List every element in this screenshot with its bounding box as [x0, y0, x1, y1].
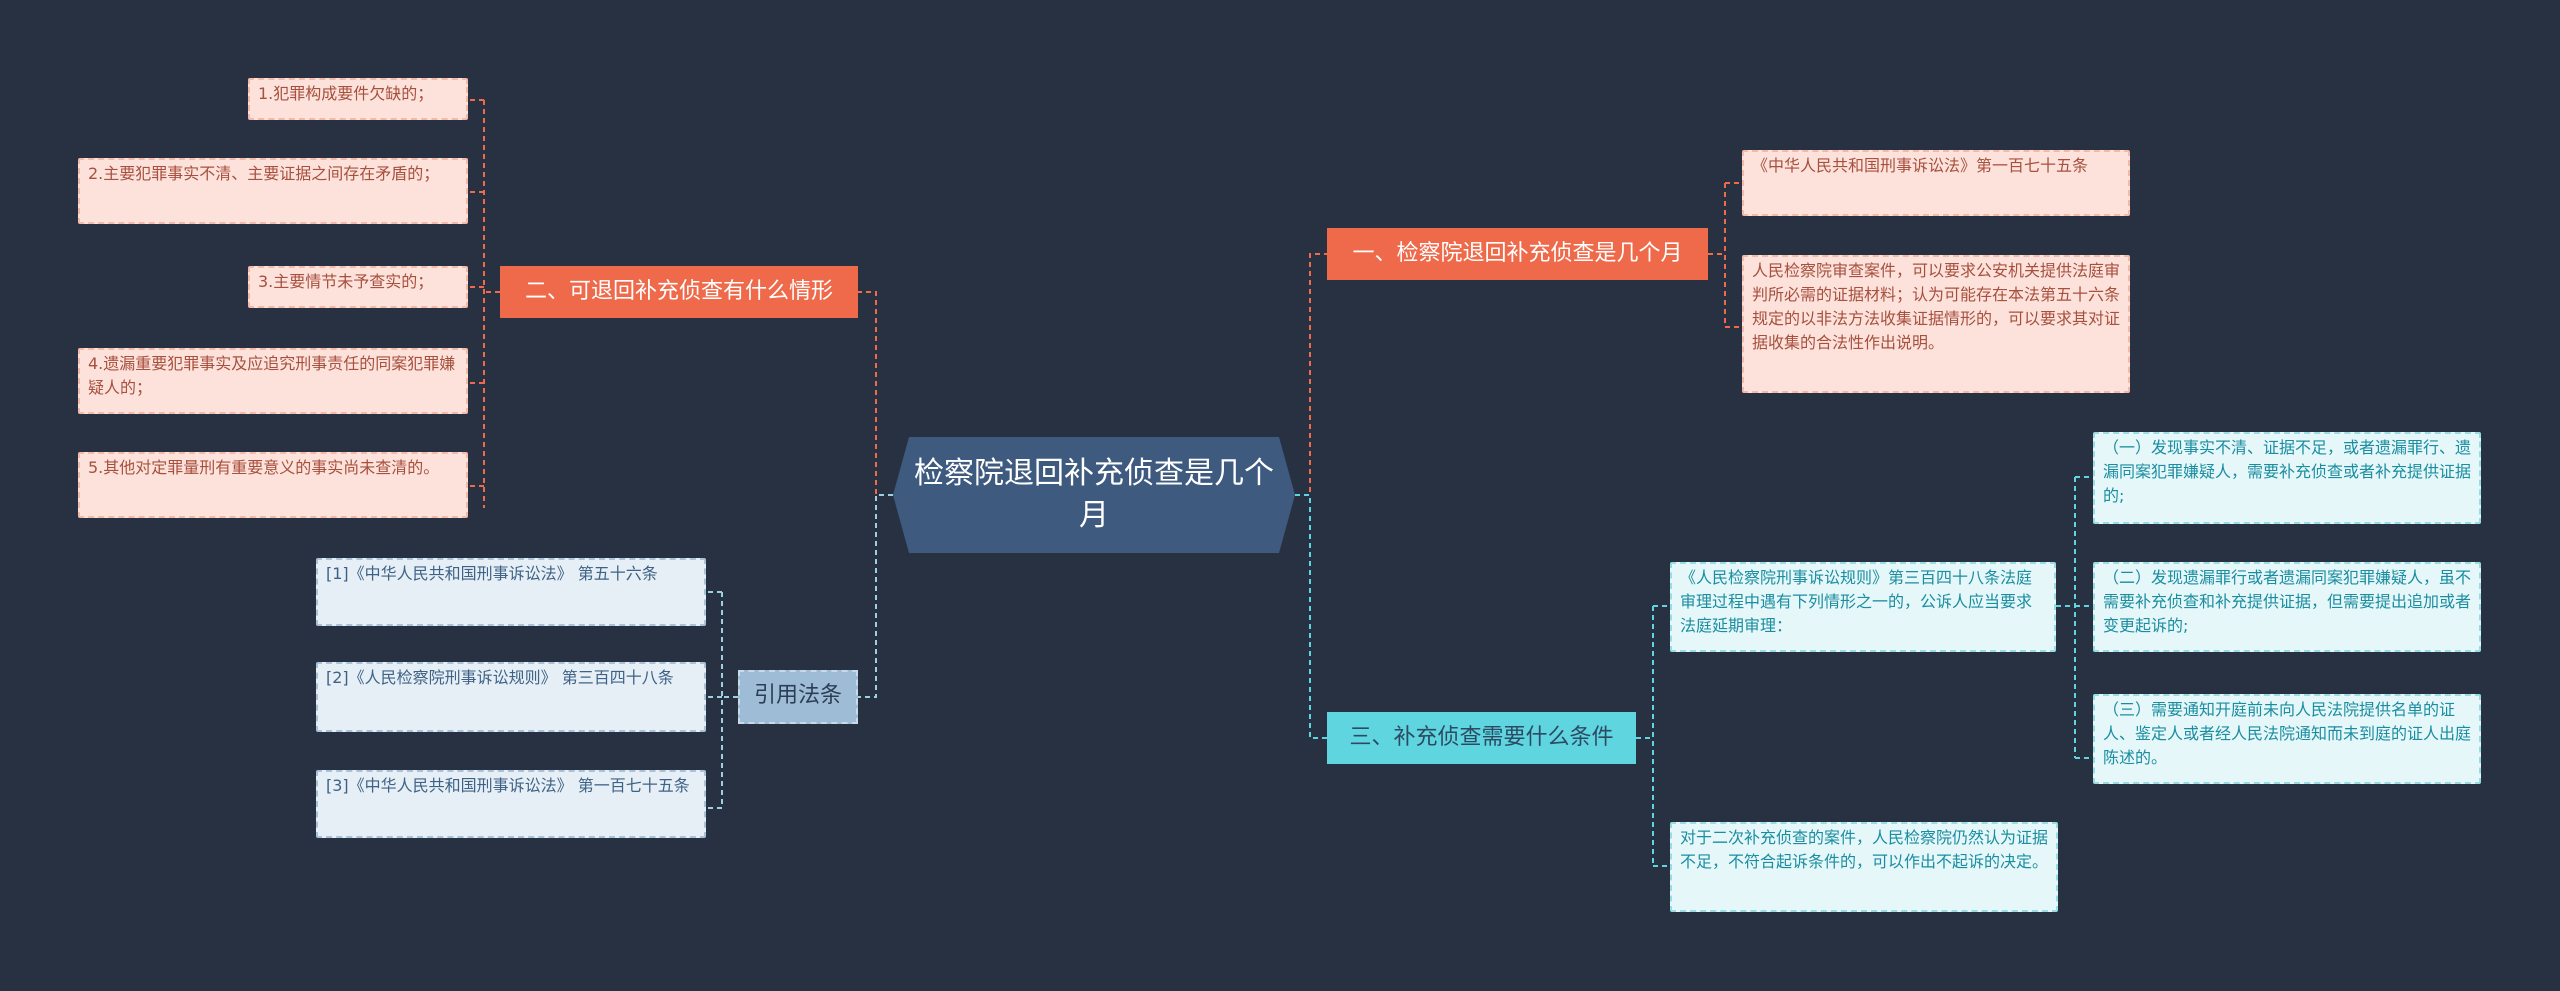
central-topic-label: 检察院退回补充侦查是几个月 [914, 456, 1274, 533]
b4-ref-3-text: [3]《中华人民共和国刑事诉讼法》 第一百七十五条 [326, 776, 690, 795]
b2-leaf-3[interactable]: 3.主要情节未予查实的； [248, 266, 468, 308]
b4-ref-1-text: [1]《中华人民共和国刑事诉讼法》 第五十六条 [326, 564, 658, 583]
link-center-b3 [1295, 494, 1327, 739]
b3-item-3-text: （三）需要通知开庭前未向人民法院提供名单的证人、鉴定人或者经人民法院通知而未到庭… [2103, 700, 2472, 767]
b3-item-2[interactable]: （二）发现遗漏罪行或者遗漏同案犯罪嫌疑人，虽不需要补充侦查和补充提供证据，但需要… [2093, 562, 2481, 652]
link-b1-children [1708, 182, 1742, 328]
branch-2-label: 二、可退回补充侦查有什么情形 [524, 279, 833, 304]
b3-note[interactable]: 对于二次补充侦查的案件，人民检察院仍然认为证据不足，不符合起诉条件的，可以作出不… [1670, 822, 2058, 912]
b2-leaf-5[interactable]: 5.其他对定罪量刑有重要意义的事实尚未查清的。 [78, 452, 468, 518]
b2-leaf-1-text: 1.犯罪构成要件欠缺的； [258, 84, 434, 103]
b3-item-1-text: （一）发现事实不清、证据不足，或者遗漏罪行、遗漏同案犯罪嫌疑人，需要补充侦查或者… [2103, 438, 2472, 505]
b4-ref-2-text: [2]《人民检察院刑事诉讼规则》 第三百四十八条 [326, 668, 674, 687]
link-b3-children [1636, 605, 1670, 867]
link-b2-children [468, 99, 500, 508]
b3-item-1[interactable]: （一）发现事实不清、证据不足，或者遗漏罪行、遗漏同案犯罪嫌疑人，需要补充侦查或者… [2093, 432, 2481, 524]
link-b4-children [706, 591, 738, 809]
b1-leaf-1-text: 《中华人民共和国刑事诉讼法》第一百七十五条 [1752, 156, 2089, 175]
b2-leaf-4-text: 4.遗漏重要犯罪事实及应追究刑事责任的同案犯罪嫌疑人的； [88, 354, 456, 397]
b1-leaf-2-text: 人民检察院审查案件，可以要求公安机关提供法庭审判所必需的证据材料；认为可能存在本… [1752, 261, 2121, 352]
link-rule-items [2056, 476, 2093, 759]
branch-4-label: 引用法条 [753, 683, 842, 708]
branch-2[interactable]: 二、可退回补充侦查有什么情形 [500, 266, 858, 318]
b3-rule[interactable]: 《人民检察院刑事诉讼规则》第三百四十八条法庭审理过程中遇有下列情形之一的，公诉人… [1670, 562, 2056, 652]
b2-leaf-2-text: 2.主要犯罪事实不清、主要证据之间存在矛盾的； [88, 164, 440, 183]
branch-3-label: 三、补充侦查需要什么条件 [1349, 725, 1614, 750]
b4-ref-3[interactable]: [3]《中华人民共和国刑事诉讼法》 第一百七十五条 [316, 770, 706, 838]
b4-ref-1[interactable]: [1]《中华人民共和国刑事诉讼法》 第五十六条 [316, 558, 706, 626]
b2-leaf-1[interactable]: 1.犯罪构成要件欠缺的； [248, 78, 468, 120]
link-center-b2 [858, 291, 893, 496]
branch-3[interactable]: 三、补充侦查需要什么条件 [1327, 712, 1636, 764]
b2-leaf-3-text: 3.主要情节未予查实的； [258, 272, 434, 291]
b1-leaf-1[interactable]: 《中华人民共和国刑事诉讼法》第一百七十五条 [1742, 150, 2130, 216]
central-topic[interactable]: 检察院退回补充侦查是几个月 [893, 437, 1295, 553]
b1-leaf-2[interactable]: 人民检察院审查案件，可以要求公安机关提供法庭审判所必需的证据材料；认为可能存在本… [1742, 255, 2130, 393]
branch-1[interactable]: 一、检察院退回补充侦查是几个月 [1327, 228, 1708, 280]
b2-leaf-2[interactable]: 2.主要犯罪事实不清、主要证据之间存在矛盾的； [78, 158, 468, 224]
link-center-b1 [1295, 253, 1327, 496]
branch-4[interactable]: 引用法条 [738, 670, 858, 724]
b4-ref-2[interactable]: [2]《人民检察院刑事诉讼规则》 第三百四十八条 [316, 662, 706, 732]
branch-1-label: 一、检察院退回补充侦查是几个月 [1352, 241, 1683, 266]
b3-note-text: 对于二次补充侦查的案件，人民检察院仍然认为证据不足，不符合起诉条件的，可以作出不… [1680, 828, 2049, 871]
b3-rule-text: 《人民检察院刑事诉讼规则》第三百四十八条法庭审理过程中遇有下列情形之一的，公诉人… [1680, 568, 2033, 635]
b3-item-2-text: （二）发现遗漏罪行或者遗漏同案犯罪嫌疑人，虽不需要补充侦查和补充提供证据，但需要… [2103, 568, 2472, 635]
link-center-b4 [858, 494, 893, 698]
b3-item-3[interactable]: （三）需要通知开庭前未向人民法院提供名单的证人、鉴定人或者经人民法院通知而未到庭… [2093, 694, 2481, 784]
b2-leaf-5-text: 5.其他对定罪量刑有重要意义的事实尚未查清的。 [88, 458, 440, 477]
b2-leaf-4[interactable]: 4.遗漏重要犯罪事实及应追究刑事责任的同案犯罪嫌疑人的； [78, 348, 468, 414]
